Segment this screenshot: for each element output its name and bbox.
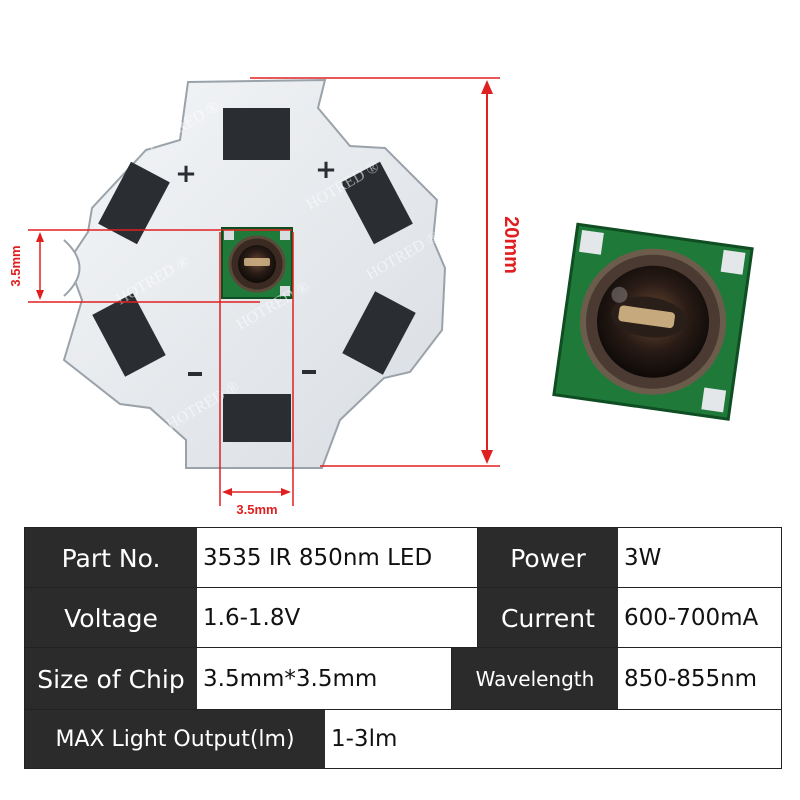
- dimension-20mm-label: 20mm: [500, 216, 522, 274]
- voltage-value: 1.6-1.8V: [197, 588, 478, 648]
- led-contact: [224, 230, 234, 240]
- max-output-label: MAX Light Output(lm): [25, 710, 325, 768]
- row-divider: [25, 587, 781, 588]
- dimension-chip-width-label: 3.5mm: [236, 502, 277, 517]
- polarity-minus-left: [188, 372, 202, 376]
- solder-pad: [92, 293, 166, 377]
- current-value: 600-700mA: [618, 588, 781, 648]
- led-contact: [280, 230, 290, 240]
- power-value: 3W: [618, 528, 781, 588]
- solder-pad: [341, 161, 413, 245]
- current-label: Current: [478, 588, 618, 648]
- solder-pad: [223, 108, 290, 160]
- row-divider: [25, 709, 781, 710]
- polarity-plus-right: +: [315, 155, 337, 185]
- dimension-20mm: 20mm: [250, 77, 522, 467]
- part-no-label: Part No.: [25, 528, 197, 588]
- star-board: + +: [62, 78, 447, 469]
- power-label: Power: [478, 528, 618, 588]
- solder-pad: [98, 161, 170, 245]
- led-chip-closeup: [552, 222, 754, 421]
- wavelength-label: Wavelength: [452, 648, 618, 710]
- dimension-chip-height: 3.5mm: [8, 229, 292, 303]
- polarity-plus-left: +: [175, 159, 197, 189]
- solder-pad: [342, 291, 416, 375]
- polarity-minus-right: [302, 370, 316, 374]
- spec-table: Part No. 3535 IR 850nm LED Power 3W Volt…: [24, 527, 782, 769]
- max-output-value: 1-3lm: [325, 710, 781, 768]
- part-no-value: 3535 IR 850nm LED: [197, 528, 478, 588]
- voltage-label: Voltage: [25, 588, 197, 648]
- led-contact: [280, 286, 290, 296]
- wavelength-value: 850-855nm: [618, 648, 781, 710]
- product-photo: + + HOTRED ® HOTRED ® HOTRED ® HOTRED ® …: [8, 77, 754, 517]
- solder-pad: [223, 394, 291, 442]
- dimension-chip-width: 3.5mm: [219, 232, 294, 517]
- row-divider: [25, 647, 781, 648]
- chip-size-label: Size of Chip: [25, 648, 197, 710]
- dimension-chip-height-label: 3.5mm: [8, 245, 23, 286]
- chip-size-value: 3.5mm*3.5mm: [197, 648, 452, 710]
